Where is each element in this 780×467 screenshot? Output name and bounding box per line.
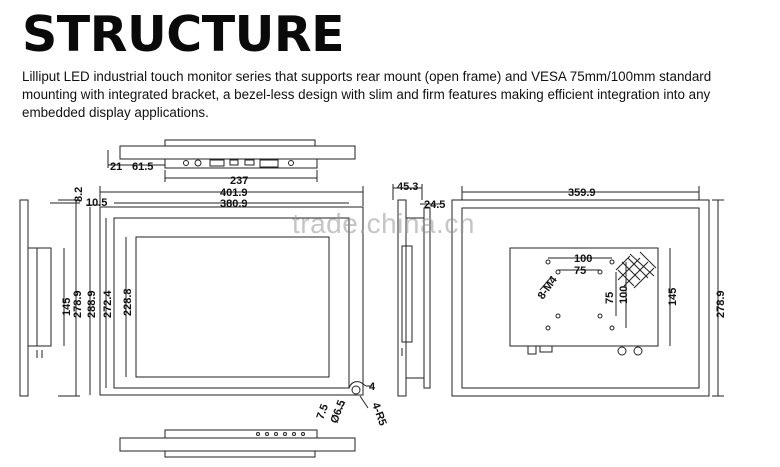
- dimension-labels: 21 61.5 237 8.2 145 278.9 10.5 401.9 380…: [61, 161, 727, 427]
- vesa-hole: [555, 313, 561, 319]
- dim-21: 21: [110, 161, 122, 173]
- port-icon: [527, 345, 537, 355]
- top-view-bracket: [164, 139, 316, 147]
- rear-inner-frame: [461, 207, 700, 389]
- port-icon: [539, 345, 553, 353]
- port-icon: [183, 160, 189, 166]
- dim-288-9: 288.9: [86, 290, 98, 318]
- dim-8-m4: 8-M4: [536, 274, 561, 302]
- port-icon: [256, 432, 260, 436]
- dim-7-5: 7.5: [315, 403, 332, 421]
- right-side-view: [392, 184, 440, 397]
- description-line: Lilliput LED industrial touch monitor se…: [22, 69, 712, 84]
- left-side-box: [36, 247, 52, 347]
- top-view-ports-strip: [164, 158, 318, 169]
- dim-10-5: 10.5: [86, 197, 107, 209]
- top-view: [107, 139, 356, 182]
- rear-view: [451, 186, 724, 397]
- dim-100-h: 100: [574, 253, 592, 265]
- dim-100-v: 100: [618, 286, 630, 304]
- dim-401-9: 401.9: [220, 187, 248, 199]
- vesa-hole: [597, 313, 603, 319]
- port-icon: [288, 160, 294, 166]
- dim-75-v: 75: [604, 292, 616, 304]
- dim-145-left: 145: [61, 298, 73, 316]
- port-icon: [633, 346, 643, 356]
- dim-380-9: 380.9: [220, 198, 248, 210]
- watermark: trade.china.cn: [292, 208, 475, 239]
- front-outer-frame: [99, 206, 364, 396]
- port-icon: [283, 432, 287, 436]
- vesa-hole: [597, 269, 603, 275]
- port-icon: [301, 432, 305, 436]
- right-side-bracket: [405, 217, 425, 379]
- dim-278-9-left: 278.9: [72, 290, 84, 318]
- dim-278-9-rear: 278.9: [715, 290, 727, 318]
- front-active-area: [113, 217, 350, 389]
- dim-8-2: 8.2: [73, 187, 85, 202]
- description-line: embedded display applications.: [22, 105, 209, 120]
- port-icon: [244, 159, 255, 166]
- port-icon: [229, 159, 239, 166]
- port-icon: [194, 159, 202, 167]
- dim-24-5: 24.5: [424, 199, 445, 211]
- dim-75-h: 75: [574, 265, 586, 277]
- vent-grid: [615, 251, 657, 289]
- rear-outer-frame: [451, 199, 710, 397]
- right-side-box: [401, 245, 413, 343]
- dim-61-5: 61.5: [132, 161, 153, 173]
- top-view-body: [119, 145, 356, 160]
- front-display: [135, 236, 330, 378]
- dim-45-3: 45.3: [397, 181, 418, 193]
- front-view: [86, 186, 372, 411]
- left-side-body: [19, 199, 29, 397]
- dim-145-rear: 145: [667, 288, 679, 306]
- left-side-view: [19, 199, 80, 397]
- vesa-hole: [555, 269, 561, 275]
- vesa-hole: [545, 325, 551, 331]
- bottom-view-body: [119, 437, 356, 452]
- port-icon: [209, 159, 225, 167]
- port-icon: [292, 432, 296, 436]
- dim-359-9: 359.9: [568, 187, 596, 199]
- port-icon: [617, 346, 627, 356]
- description: Lilliput LED industrial touch monitor se…: [22, 68, 772, 122]
- bottom-view-bracket: [164, 450, 316, 458]
- page-title: STRUCTURE: [22, 6, 345, 63]
- dim-237: 237: [230, 175, 248, 187]
- rear-electronics-box: [509, 247, 659, 347]
- vesa-hole: [545, 259, 551, 265]
- vesa-hole: [609, 259, 615, 265]
- description-line: mounting with integrated bracket, a beze…: [22, 87, 711, 102]
- dim-r5: 4-R5: [369, 401, 388, 428]
- right-side-plate: [423, 207, 431, 389]
- dim-272-4: 272.4: [102, 290, 114, 318]
- dim-4: 4: [369, 381, 376, 393]
- vesa-hole: [609, 325, 615, 331]
- bottom-view: [119, 429, 356, 458]
- dim-6-5: Ø6.5: [329, 399, 348, 426]
- port-icon: [259, 159, 279, 168]
- port-icon: [274, 432, 278, 436]
- bottom-view-strip: [164, 429, 318, 439]
- dim-228-8: 228.8: [122, 288, 134, 316]
- port-icon: [265, 432, 269, 436]
